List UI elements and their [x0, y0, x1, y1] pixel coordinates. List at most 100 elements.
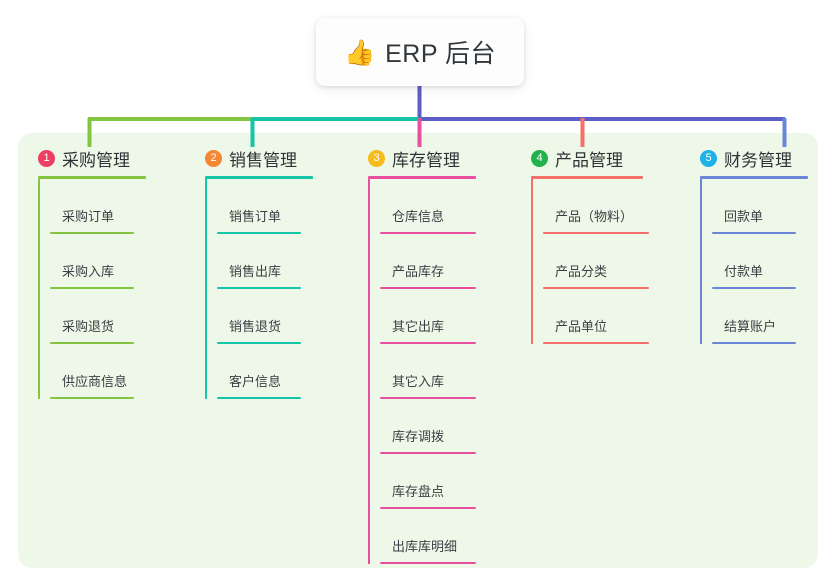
root-node[interactable]: 👍 ERP 后台	[316, 18, 524, 86]
list-item-underline	[50, 232, 134, 234]
list-item[interactable]: 产品（物料）	[531, 179, 649, 234]
list-item-label: 供应商信息	[62, 374, 128, 389]
column-5: 5 财务管理回款单付款单结算账户	[700, 146, 808, 344]
column-items: 采购订单采购入库采购退货供应商信息	[38, 179, 146, 399]
number-badge-icon: 5	[700, 149, 717, 167]
column-items: 产品（物料） 产品分类产品单位	[531, 179, 649, 344]
list-item[interactable]: 库存盘点	[368, 454, 476, 509]
list-item[interactable]: 销售出库	[205, 234, 313, 289]
number-badge-icon: 2	[205, 149, 222, 167]
number-badge-icon: 1	[38, 149, 55, 167]
list-item-underline	[217, 232, 301, 234]
list-item[interactable]: 供应商信息	[38, 344, 146, 399]
list-item-underline	[50, 342, 134, 344]
column-4: 4 产品管理产品（物料） 产品分类产品单位	[531, 146, 649, 344]
list-item-underline	[712, 342, 796, 344]
list-item-label: 销售退货	[229, 319, 282, 334]
list-item-underline	[380, 397, 476, 399]
list-item[interactable]: 回款单	[700, 179, 808, 234]
list-item-underline	[380, 287, 476, 289]
list-item[interactable]: 其它出库	[368, 289, 476, 344]
column-title: 销售管理	[229, 150, 297, 170]
list-item[interactable]: 仓库信息	[368, 179, 476, 234]
list-item-label: 产品（物料）	[555, 209, 634, 224]
column-2: 2 销售管理销售订单销售出库销售退货客户信息	[205, 146, 313, 399]
list-item-label: 库存盘点	[392, 484, 445, 499]
list-item-label: 其它出库	[392, 319, 445, 334]
root-title: ERP 后台	[385, 40, 497, 68]
list-item[interactable]: 采购订单	[38, 179, 146, 234]
column-1: 1 采购管理采购订单采购入库采购退货供应商信息	[38, 146, 146, 399]
column-title: 采购管理	[62, 150, 130, 170]
column-items: 回款单付款单结算账户	[700, 179, 808, 344]
column-underline	[368, 176, 476, 179]
list-item-label: 采购入库	[62, 264, 115, 279]
list-item-underline	[50, 397, 134, 399]
list-item-underline	[380, 452, 476, 454]
list-item-label: 回款单	[724, 209, 764, 224]
list-item-underline	[712, 287, 796, 289]
column-spine	[368, 179, 370, 564]
list-item[interactable]: 结算账户	[700, 289, 808, 344]
list-item[interactable]: 出库库明细	[368, 509, 476, 564]
column-header-5[interactable]: 5 财务管理	[700, 146, 808, 170]
column-underline	[531, 176, 643, 179]
thumbs-up-icon: 👍	[343, 37, 376, 67]
column-title: 产品管理	[555, 150, 623, 170]
list-item-underline	[217, 397, 301, 399]
column-spine	[205, 179, 207, 399]
list-item-underline	[380, 342, 476, 344]
column-underline	[205, 176, 313, 179]
list-item-underline	[712, 232, 796, 234]
number-badge-icon: 3	[368, 149, 385, 167]
list-item-label: 产品库存	[392, 264, 445, 279]
list-item[interactable]: 产品库存	[368, 234, 476, 289]
list-item[interactable]: 采购入库	[38, 234, 146, 289]
list-item-underline	[543, 342, 649, 344]
list-item-label: 付款单	[724, 264, 764, 279]
list-item-label: 采购订单	[62, 209, 115, 224]
list-item-label: 产品分类	[555, 264, 608, 279]
list-item-underline	[217, 342, 301, 344]
list-item[interactable]: 库存调拨	[368, 399, 476, 454]
number-badge-icon: 4	[531, 149, 548, 167]
column-header-1[interactable]: 1 采购管理	[38, 146, 146, 170]
list-item-label: 客户信息	[229, 374, 282, 389]
list-item[interactable]: 其它入库	[368, 344, 476, 399]
column-title: 财务管理	[724, 150, 792, 170]
list-item-label: 销售出库	[229, 264, 282, 279]
list-item-label: 采购退货	[62, 319, 115, 334]
column-header-4[interactable]: 4 产品管理	[531, 146, 643, 170]
column-underline	[38, 176, 146, 179]
list-item-label: 产品单位	[555, 319, 608, 334]
column-items: 销售订单销售出库销售退货客户信息	[205, 179, 313, 399]
list-item[interactable]: 销售订单	[205, 179, 313, 234]
list-item-underline	[50, 287, 134, 289]
list-item-label: 结算账户	[724, 319, 777, 334]
column-items: 仓库信息产品库存其它出库其它入库库存调拨库存盘点出库库明细	[368, 179, 476, 564]
column-3: 3 库存管理仓库信息产品库存其它出库其它入库库存调拨库存盘点出库库明细	[368, 146, 476, 564]
list-item[interactable]: 产品分类	[531, 234, 649, 289]
column-spine	[38, 179, 40, 399]
list-item-underline	[380, 232, 476, 234]
list-item-label: 销售订单	[229, 209, 282, 224]
list-item-underline	[380, 562, 476, 564]
list-item-label: 仓库信息	[392, 209, 445, 224]
column-header-2[interactable]: 2 销售管理	[205, 146, 313, 170]
list-item[interactable]: 客户信息	[205, 344, 313, 399]
content-panel	[18, 133, 818, 568]
list-item-underline	[543, 232, 649, 234]
list-item-underline	[217, 287, 301, 289]
list-item[interactable]: 付款单	[700, 234, 808, 289]
column-spine	[700, 179, 702, 344]
list-item[interactable]: 销售退货	[205, 289, 313, 344]
column-underline	[700, 176, 808, 179]
list-item-underline	[380, 507, 476, 509]
list-item[interactable]: 采购退货	[38, 289, 146, 344]
column-header-3[interactable]: 3 库存管理	[368, 146, 476, 170]
column-title: 库存管理	[392, 150, 460, 170]
list-item[interactable]: 产品单位	[531, 289, 649, 344]
list-item-underline	[543, 287, 649, 289]
column-spine	[531, 179, 533, 344]
